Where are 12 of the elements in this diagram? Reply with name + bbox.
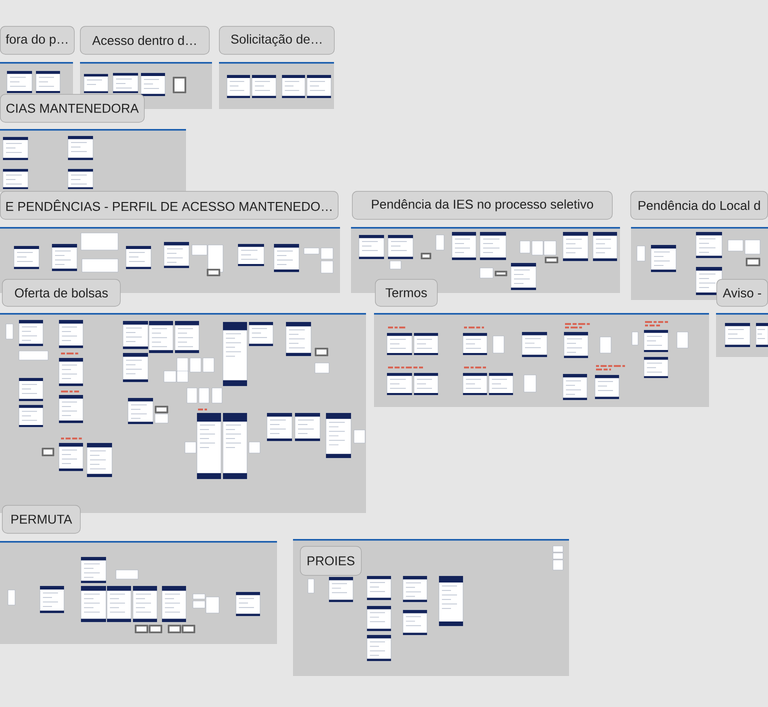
section-label: Termos bbox=[375, 279, 438, 307]
section-label: E PENDÊNCIAS - PERFIL DE ACESSO MANTENEDO… bbox=[0, 190, 338, 220]
section-label: CIAS MANTENEDORA bbox=[0, 94, 145, 123]
section-label: PROIES bbox=[300, 546, 362, 576]
section-label: PERMUTA bbox=[2, 505, 81, 534]
section-label: fora do p… bbox=[0, 26, 75, 55]
section-label: Oferta de bolsas bbox=[2, 279, 121, 307]
section-label: Aviso - bbox=[716, 279, 768, 307]
section-label: Pendência da IES no processo seletivo bbox=[352, 190, 613, 220]
section-label: Acesso dentro d… bbox=[80, 26, 210, 55]
section-label: Solicitação de… bbox=[219, 26, 335, 55]
section-label: Pendência do Local d bbox=[630, 190, 768, 220]
